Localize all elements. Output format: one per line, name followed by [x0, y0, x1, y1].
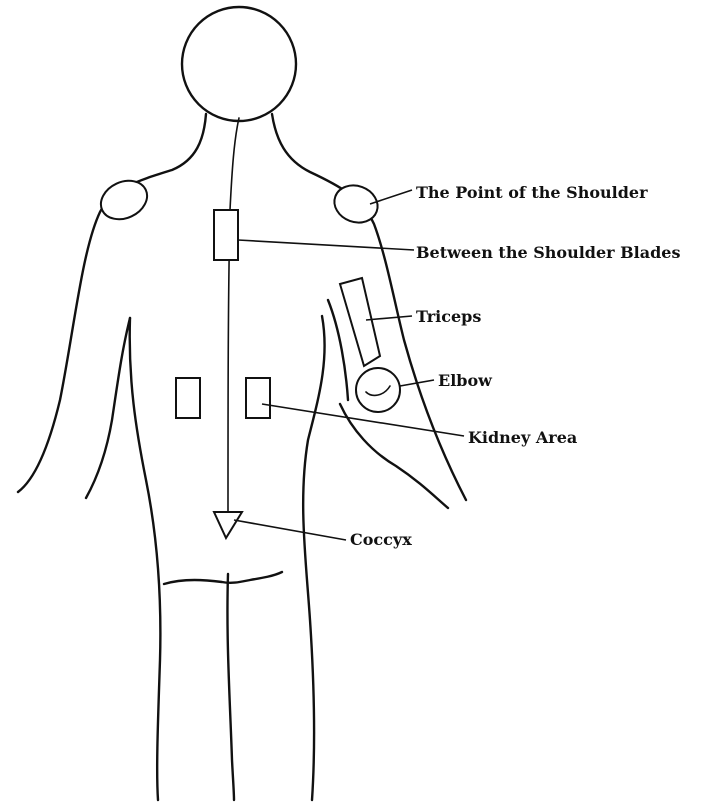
left-inner-arm [86, 318, 130, 498]
leader-shoulder-point [370, 190, 412, 204]
coccyx-arrow [214, 512, 242, 538]
leg-separation [227, 574, 234, 800]
left-torso-side [130, 318, 161, 800]
leader-coccyx [234, 520, 346, 540]
triceps-region [340, 278, 380, 366]
leader-kidney [262, 404, 464, 436]
body-outline-left [18, 114, 206, 492]
between-shoulder-blades-region [214, 210, 238, 260]
right-arm-outer-upper [328, 300, 348, 400]
spine-line [228, 118, 239, 512]
buttock-line [164, 572, 282, 584]
leader-shoulder-blades [238, 240, 414, 250]
label-triceps: Triceps [416, 307, 481, 326]
kidney-region-right [246, 378, 270, 418]
label-shoulder-blades: Between the Shoulder Blades [416, 243, 680, 262]
label-coccyx: Coccyx [350, 530, 412, 549]
elbow-region [356, 368, 400, 412]
right-torso-side [303, 316, 324, 800]
leader-triceps [366, 316, 412, 320]
label-elbow: Elbow [438, 371, 493, 390]
head-outline [182, 7, 296, 121]
left-shoulder-point [95, 174, 154, 227]
kidney-region-left [176, 378, 200, 418]
label-kidney: Kidney Area [468, 428, 577, 447]
label-shoulder-point: The Point of the Shoulder [416, 183, 648, 202]
